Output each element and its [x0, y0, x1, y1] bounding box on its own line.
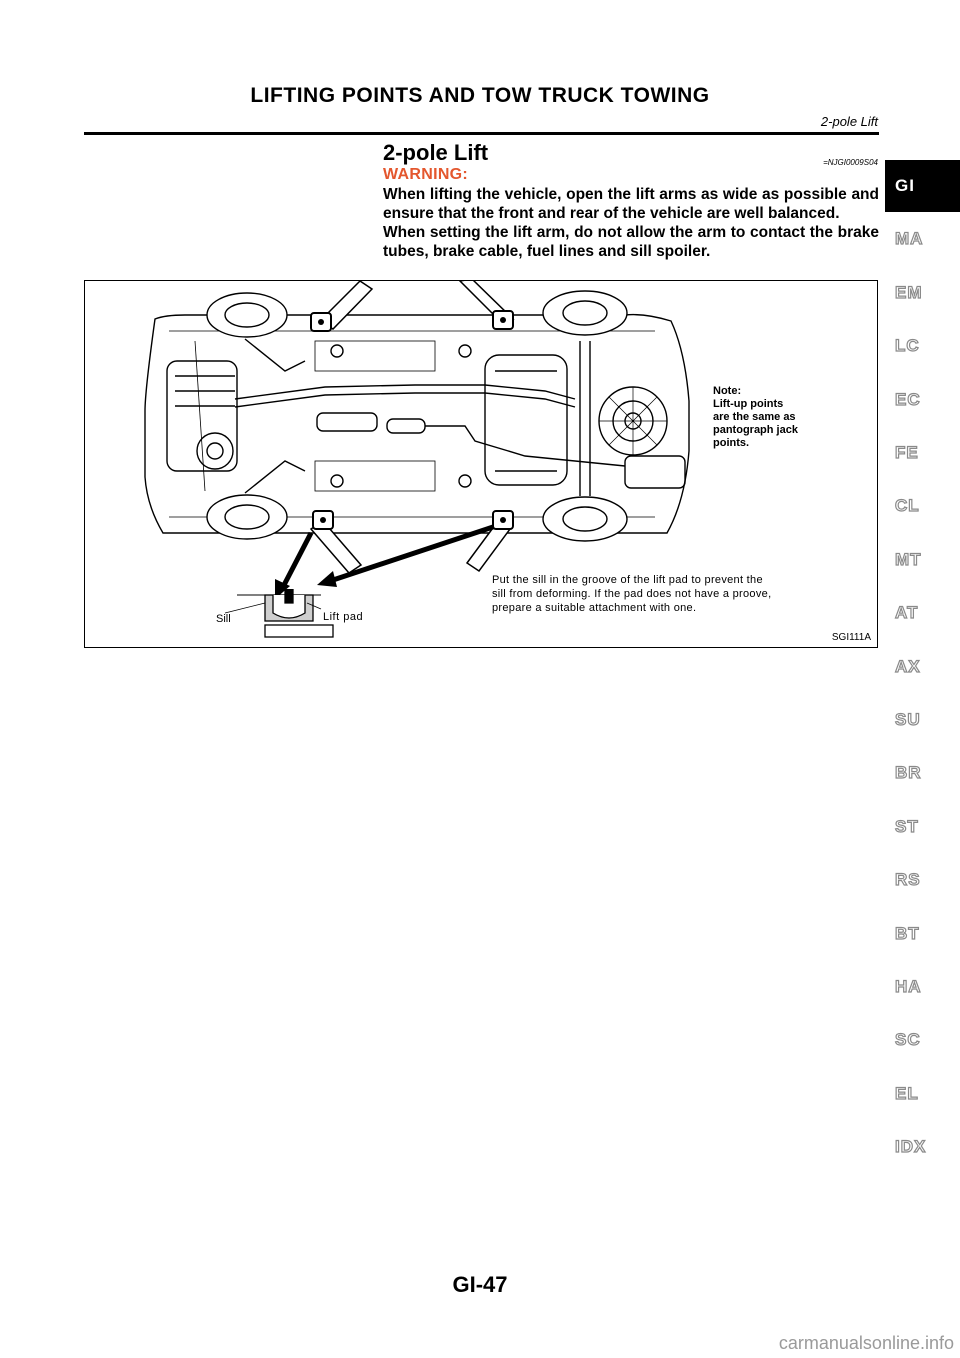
warning-text: When lifting the vehicle, open the lift … — [383, 185, 879, 261]
vehicle-underside-diagram — [144, 281, 690, 638]
section-tab-ma[interactable]: MA — [894, 229, 924, 249]
section-tab-cl[interactable]: CL — [894, 496, 920, 516]
sill-instruction-line: Put the sill in the groove of the lift p… — [492, 574, 763, 586]
sill-instruction: Put the sill in the groove of the lift p… — [492, 573, 771, 615]
section-tab-mt[interactable]: MT — [894, 549, 922, 569]
lift-points-figure: Note: Lift-up points are the same as pan… — [84, 280, 878, 648]
section-tab-ha[interactable]: HA — [894, 976, 922, 996]
figure-note: Note: Lift-up points are the same as pan… — [713, 385, 798, 450]
section-tab-em[interactable]: EM — [894, 282, 923, 302]
section-tab-at[interactable]: AT — [894, 603, 919, 623]
section-tab-fe[interactable]: FE — [894, 442, 919, 462]
section-tab-idx[interactable]: IDX — [894, 1137, 927, 1157]
section-tab-br[interactable]: BR — [894, 763, 922, 783]
header-rule — [84, 132, 879, 135]
note-line: Lift-up points — [713, 398, 784, 410]
note-line: pantograph jack — [713, 424, 798, 436]
sill-instruction-line: sill from deforming. If the pad does not… — [492, 588, 772, 600]
warning-paragraph: When setting the lift arm, do not allow … — [383, 224, 879, 260]
section-tab-bt[interactable]: BT — [894, 923, 920, 943]
note-line: are the same as — [713, 411, 796, 423]
note-line: Note: — [713, 385, 742, 397]
section-tab-ax[interactable]: AX — [894, 656, 921, 676]
note-line: points. — [713, 437, 750, 449]
section-tab-gi[interactable]: GI — [885, 160, 960, 212]
reference-code: =NJGI0009S04 — [823, 158, 878, 167]
section-tab-el[interactable]: EL — [894, 1083, 919, 1103]
section-tab-lc[interactable]: LC — [894, 336, 920, 356]
page-header-title: LIFTING POINTS AND TOW TRUCK TOWING — [250, 84, 710, 107]
watermark: carmanualsonline.info — [778, 1333, 954, 1353]
section-title: 2-pole Lift — [383, 140, 489, 165]
section-tab-ec[interactable]: EC — [894, 389, 921, 409]
label-sill: Sill — [216, 613, 231, 625]
page-number: GI-47 — [452, 1272, 508, 1297]
section-tab-rs[interactable]: RS — [894, 870, 921, 890]
warning-paragraph: When lifting the vehicle, open the lift … — [383, 186, 879, 222]
label-lift-pad: Lift pad — [323, 611, 364, 623]
section-tab-sc[interactable]: SC — [894, 1030, 921, 1050]
warning-label: WARNING: — [383, 166, 469, 183]
section-tab-su[interactable]: SU — [894, 709, 921, 729]
figure-code: SGI111A — [831, 632, 871, 643]
section-tab-st[interactable]: ST — [894, 816, 919, 836]
sill-instruction-line: prepare a suitable attachment with one. — [492, 602, 697, 614]
page-header-subtitle: 2-pole Lift — [820, 114, 878, 129]
